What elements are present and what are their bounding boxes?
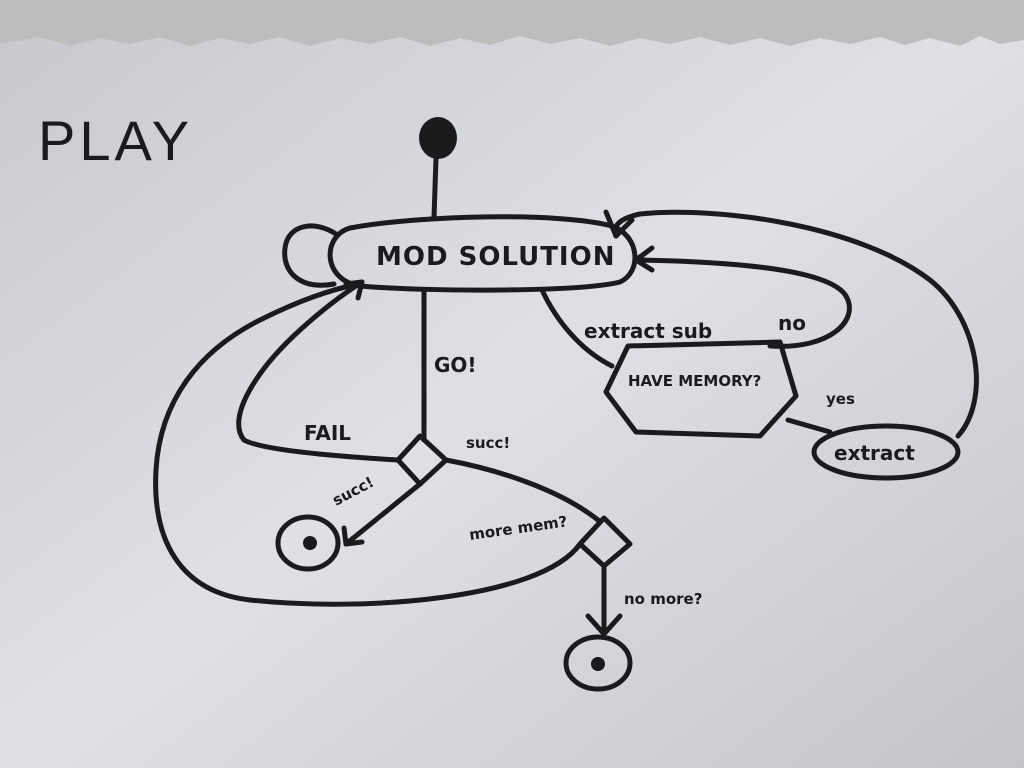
final-state-bottom bbox=[563, 634, 633, 692]
self-loop-mod-solution bbox=[282, 223, 339, 288]
label-go: GO! bbox=[434, 353, 477, 377]
state-extract: extract bbox=[811, 423, 961, 481]
succ-exit-transition-line bbox=[343, 481, 423, 547]
label-fail: FAIL bbox=[304, 421, 351, 445]
torn-paper-edge bbox=[0, 0, 1024, 46]
state-mod-solution-label: MOD SOLUTION bbox=[376, 242, 615, 272]
fail-transition-line bbox=[236, 279, 401, 463]
initial-state-dot bbox=[419, 117, 457, 159]
diagram-title: PLAY bbox=[38, 109, 193, 172]
state-have-memory: HAVE MEMORY? bbox=[603, 339, 799, 439]
final-state-left bbox=[275, 514, 341, 572]
succ-exit-arrowhead bbox=[341, 525, 365, 547]
state-have-memory-text: HAVE MEMORY? bbox=[628, 372, 761, 390]
label-succ: succ! bbox=[466, 434, 510, 452]
label-no: no bbox=[778, 311, 806, 335]
succ-to-more-mem-line bbox=[443, 457, 601, 523]
no-more-arrowhead bbox=[585, 613, 623, 637]
label-yes: yes bbox=[826, 390, 855, 408]
label-extract-sub: extract sub bbox=[584, 319, 712, 343]
extract-sub-transition-line bbox=[539, 287, 615, 369]
state-extract-label: extract bbox=[834, 441, 915, 465]
more-mem-loop-line bbox=[153, 281, 583, 607]
state-have-memory-label: HAVE MEMORY? bbox=[628, 372, 761, 390]
no-arrowhead bbox=[633, 245, 655, 273]
no-transition-line bbox=[637, 257, 852, 349]
extract-return-line bbox=[612, 209, 979, 439]
yes-transition-line bbox=[785, 417, 833, 435]
extract-return-arrowhead bbox=[603, 209, 635, 239]
label-no-more: no more? bbox=[624, 590, 702, 608]
initial-transition-line bbox=[431, 155, 439, 221]
